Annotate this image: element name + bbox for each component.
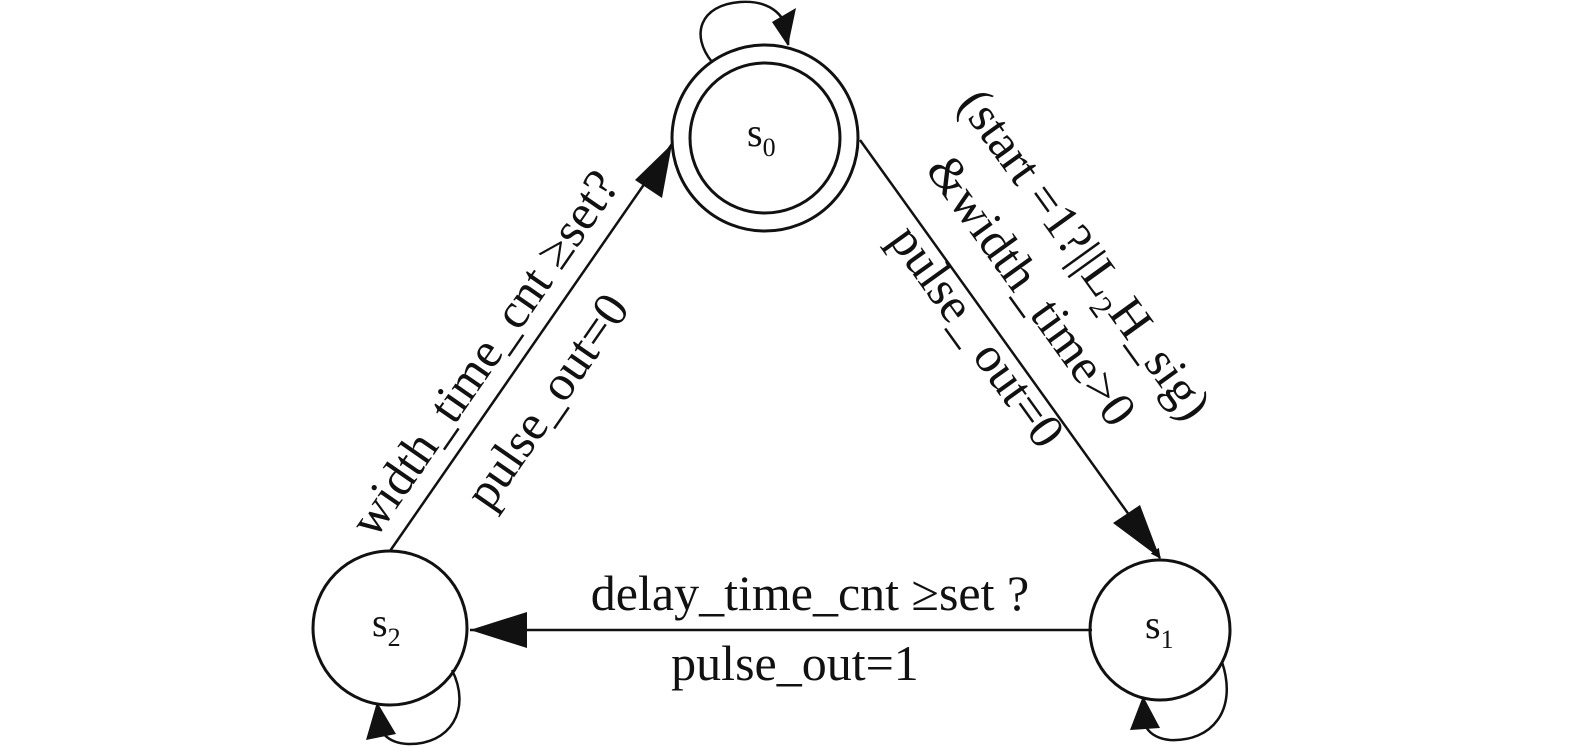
label-s1-s2-action: pulse_out=1	[671, 635, 919, 691]
state-s0: s0	[670, 43, 860, 233]
transition-s0-s1	[858, 139, 1162, 559]
transition-s2-s0-arrowhead	[635, 144, 672, 198]
self-loop-s0-arrowhead	[772, 8, 796, 46]
state-s0-outer-circle	[670, 43, 860, 233]
transition-s0-s1-arrowhead	[1113, 505, 1160, 558]
state-s0-label: s0	[747, 110, 776, 162]
transition-s1-s2-arrowhead	[470, 612, 527, 648]
self-loop-s1-arrowhead	[1130, 696, 1160, 730]
state-s1-label: s1	[1145, 602, 1174, 654]
label-s1-s2-guard: delay_time_cnt ≥set ?	[591, 565, 1029, 621]
self-loop-s0	[699, 0, 790, 63]
self-loop-s2-arrowhead	[366, 702, 396, 740]
transition-s2-s0	[388, 143, 674, 552]
state-s1: s1	[1088, 558, 1232, 702]
state-s0-inner-circle	[688, 61, 842, 215]
state-s2-label: s2	[372, 600, 401, 652]
state-s2: s2	[311, 549, 469, 707]
